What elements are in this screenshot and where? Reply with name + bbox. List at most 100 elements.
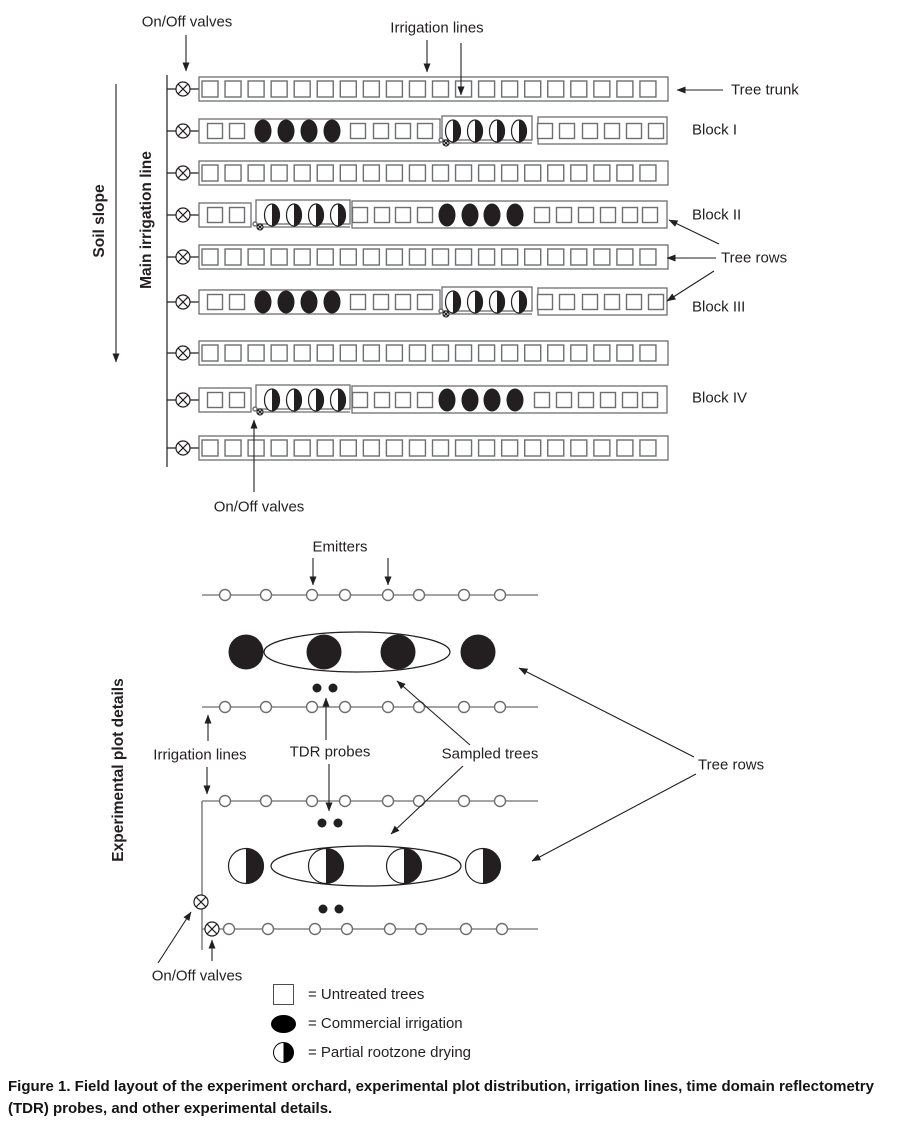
arrow bbox=[396, 680, 471, 746]
untreated-tree bbox=[547, 80, 565, 98]
on-off-valve-icon bbox=[177, 83, 189, 95]
label-block-3: Block III bbox=[692, 298, 746, 316]
untreated-tree bbox=[431, 439, 450, 457]
valve-dot bbox=[438, 308, 444, 314]
untreated-tree bbox=[616, 344, 634, 362]
untreated-tree bbox=[228, 122, 246, 140]
untreated-tree bbox=[625, 293, 643, 311]
sampled-trees-ellipse bbox=[263, 631, 451, 673]
prd-plot-outline bbox=[441, 115, 533, 141]
arrow bbox=[157, 911, 192, 964]
emitter bbox=[218, 794, 232, 808]
untreated-tree bbox=[616, 164, 634, 182]
untreated-tree bbox=[477, 164, 496, 182]
emitter bbox=[338, 794, 352, 808]
untreated-tree bbox=[201, 248, 219, 266]
untreated-tree bbox=[408, 80, 427, 98]
emitter bbox=[495, 922, 509, 936]
untreated-tree bbox=[247, 80, 265, 98]
untreated-tree bbox=[593, 248, 611, 266]
label-tree-rows-bottom: Tree rows bbox=[698, 756, 765, 774]
tree-row-outline bbox=[537, 287, 668, 316]
on-off-valve-icon bbox=[177, 125, 189, 137]
untreated-tree bbox=[385, 164, 404, 182]
untreated-tree bbox=[431, 344, 450, 362]
untreated-tree bbox=[570, 164, 588, 182]
untreated-tree bbox=[416, 391, 434, 409]
untreated-tree bbox=[224, 344, 242, 362]
untreated-tree bbox=[524, 80, 542, 98]
tree-row-outline bbox=[198, 340, 669, 366]
label-irrigation-lines-bottom: Irrigation lines bbox=[153, 746, 247, 764]
commercial-tree bbox=[438, 388, 456, 412]
legend-symbol-cell bbox=[268, 1014, 299, 1033]
untreated-tree bbox=[599, 206, 617, 224]
untreated-tree bbox=[349, 293, 367, 311]
commercial-tree bbox=[380, 634, 416, 670]
commercial-tree bbox=[506, 388, 524, 412]
untreated-tree bbox=[293, 248, 311, 266]
legend-item-untreated: = Untreated trees bbox=[268, 980, 471, 1009]
untreated-tree bbox=[621, 391, 639, 409]
label-block-1: Block I bbox=[692, 121, 738, 139]
on-off-valve-icon bbox=[206, 923, 218, 935]
prd-tree-fill bbox=[497, 291, 505, 313]
commercial-tree bbox=[461, 203, 479, 227]
untreated-tree bbox=[201, 344, 219, 362]
untreated-tree bbox=[316, 80, 334, 98]
commercial-tree bbox=[300, 290, 318, 314]
untreated-tree bbox=[536, 122, 554, 140]
untreated-tree bbox=[206, 293, 224, 311]
untreated-tree bbox=[408, 248, 427, 266]
untreated-tree bbox=[394, 122, 412, 140]
untreated-tree bbox=[351, 206, 369, 224]
untreated-tree bbox=[558, 293, 576, 311]
on-off-valve-icon bbox=[195, 896, 207, 908]
sampled-trees-ellipse bbox=[270, 845, 462, 887]
untreated-tree bbox=[372, 122, 390, 140]
tdr-probe bbox=[312, 683, 322, 693]
untreated-tree bbox=[349, 122, 367, 140]
commercial-tree bbox=[300, 119, 318, 143]
untreated-tree bbox=[270, 80, 288, 98]
tree-row-outline bbox=[198, 160, 669, 186]
untreated-tree bbox=[431, 248, 450, 266]
untreated-tree bbox=[616, 439, 634, 457]
untreated-tree bbox=[293, 80, 311, 98]
tdr-probe bbox=[328, 683, 338, 693]
legend-label-commercial: = Commercial irrigation bbox=[308, 1015, 463, 1032]
emitter bbox=[457, 588, 471, 602]
on-off-valve-icon bbox=[177, 251, 189, 263]
emitter bbox=[218, 588, 232, 602]
prd-tree-fill bbox=[294, 389, 302, 411]
untreated-tree bbox=[454, 80, 473, 98]
emitter bbox=[305, 700, 319, 714]
untreated-tree bbox=[639, 344, 657, 362]
untreated-tree bbox=[639, 248, 657, 266]
untreated-tree bbox=[362, 164, 381, 182]
untreated-tree bbox=[570, 344, 588, 362]
legend-symbol-cell bbox=[268, 1042, 299, 1063]
untreated-tree bbox=[394, 293, 412, 311]
legend-item-commercial: = Commercial irrigation bbox=[268, 1009, 471, 1038]
emitter bbox=[457, 700, 471, 714]
untreated-tree bbox=[351, 391, 369, 409]
on-off-valve-icon bbox=[177, 167, 189, 179]
prd-tree-fill bbox=[453, 291, 461, 313]
prd-tree-fill bbox=[475, 120, 483, 142]
untreated-tree bbox=[558, 122, 576, 140]
valve-dot bbox=[252, 221, 258, 227]
untreated-tree bbox=[293, 164, 311, 182]
prd-tree-fill bbox=[453, 120, 461, 142]
emitter bbox=[381, 588, 395, 602]
untreated-tree bbox=[201, 439, 219, 457]
prd-tree-fill bbox=[326, 848, 344, 884]
untreated-tree bbox=[228, 206, 246, 224]
untreated-tree bbox=[593, 344, 611, 362]
emitter bbox=[259, 700, 273, 714]
emitter bbox=[261, 922, 275, 936]
label-tree-rows-top: Tree rows bbox=[721, 249, 788, 267]
untreated-tree bbox=[339, 164, 357, 182]
untreated-tree bbox=[247, 439, 265, 457]
tdr-probe bbox=[333, 818, 343, 828]
